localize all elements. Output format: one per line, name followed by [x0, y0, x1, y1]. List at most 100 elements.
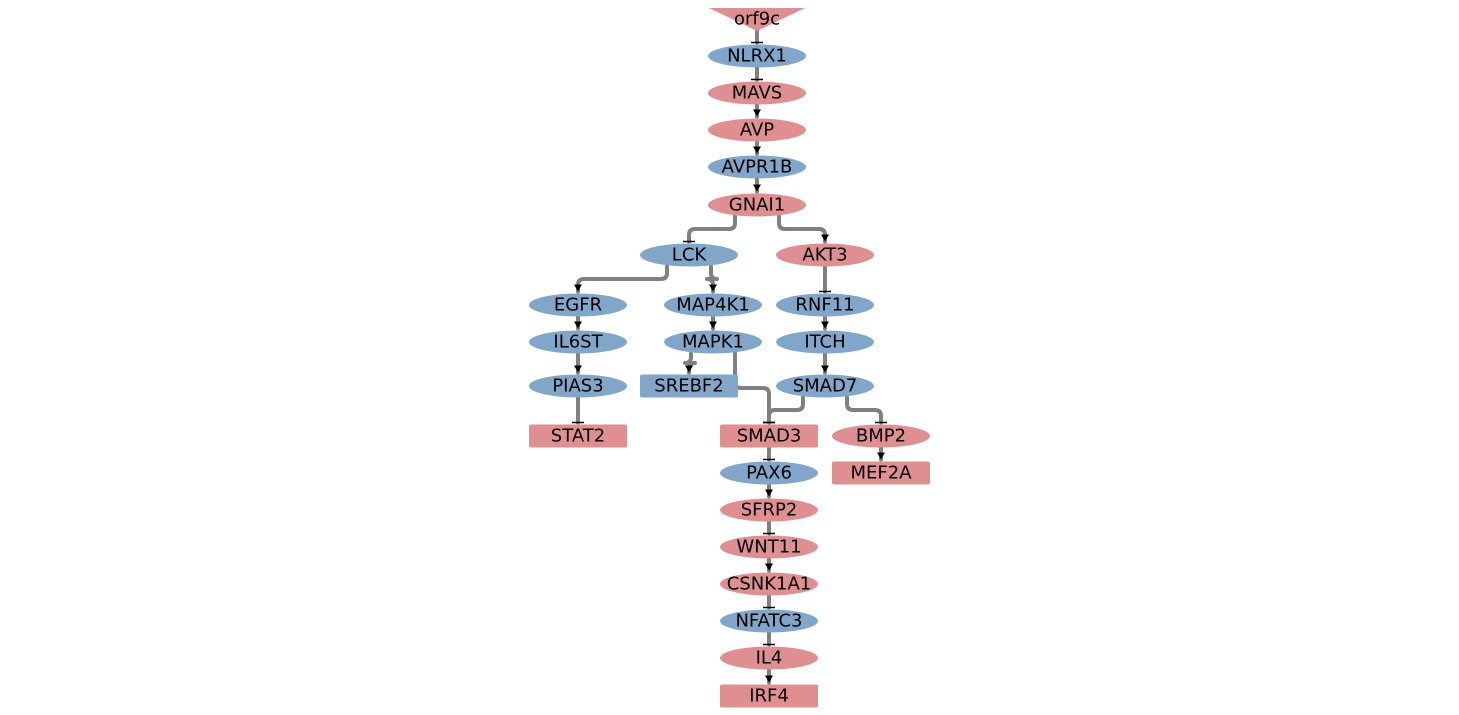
- node-rect-shape: [720, 684, 818, 708]
- edge-SMAD7-BMP2: [845, 395, 887, 425]
- arrowhead-icon: [765, 489, 773, 497]
- node-label: NFATC3: [735, 611, 802, 632]
- node-ellipse-shape: [529, 374, 627, 398]
- edge-BMP2-MEF2A: [877, 445, 885, 462]
- node-label: AKT3: [802, 245, 847, 266]
- node-egfr[interactable]: EGFR: [529, 293, 627, 317]
- edge-SMAD3-PAX6: [763, 445, 775, 462]
- node-il4[interactable]: IL4: [720, 646, 818, 670]
- node-stat2[interactable]: STAT2: [529, 424, 627, 448]
- node-label: EGFR: [554, 295, 602, 316]
- edge-GNAI1-AKT3: [777, 214, 829, 244]
- node-ellipse-shape: [720, 572, 818, 596]
- arrowhead-icon: [753, 184, 761, 192]
- arrowhead-icon: [821, 234, 829, 242]
- edge-ITCH-SMAD7: [821, 351, 829, 375]
- edge-AVPR1B-GNAI1: [753, 176, 761, 194]
- arrowhead-icon: [685, 365, 693, 373]
- node-ellipse-shape: [776, 374, 874, 398]
- node-label: SMAD3: [737, 426, 802, 447]
- node-label: SFRP2: [741, 500, 798, 521]
- node-wnt11[interactable]: WNT11: [720, 535, 818, 559]
- node-csnk1a1[interactable]: CSNK1A1: [720, 572, 818, 596]
- node-ellipse-shape: [664, 330, 762, 354]
- node-avp[interactable]: AVP: [708, 118, 806, 142]
- inhibition-line: [687, 214, 737, 244]
- node-smad3[interactable]: SMAD3: [720, 424, 818, 448]
- node-rect-shape: [832, 461, 930, 485]
- node-ellipse-shape: [776, 293, 874, 317]
- node-label: LCK: [672, 245, 708, 266]
- activation-line: [576, 264, 669, 294]
- node-mapk1[interactable]: MAPK1: [664, 330, 762, 354]
- node-nfatc3[interactable]: NFATC3: [720, 609, 818, 633]
- node-label: MEF2A: [850, 463, 912, 484]
- node-ellipse-shape: [708, 44, 806, 68]
- arrowhead-icon: [709, 284, 717, 292]
- edge-CSNK1A1-NFATC3: [763, 593, 775, 610]
- node-il6st[interactable]: IL6ST: [529, 330, 627, 354]
- node-itch[interactable]: ITCH: [776, 330, 874, 354]
- node-label: WNT11: [736, 537, 801, 558]
- edge-MAP4K1-MAPK1: [709, 314, 717, 331]
- node-sfrp2[interactable]: SFRP2: [720, 498, 818, 522]
- node-ellipse-shape: [640, 243, 738, 267]
- node-avpr1b[interactable]: AVPR1B: [708, 155, 806, 179]
- node-ellipse-shape: [720, 461, 818, 485]
- edge-PIAS3-STAT2: [572, 395, 584, 425]
- arrowhead-icon: [709, 321, 717, 329]
- node-label: MAPK1: [682, 332, 744, 353]
- inhibition-line: [767, 395, 805, 425]
- arrowhead-icon: [765, 675, 773, 683]
- node-mavs[interactable]: MAVS: [708, 81, 806, 105]
- node-ellipse-shape: [708, 81, 806, 105]
- arrowhead-icon: [821, 365, 829, 373]
- arrowhead-icon: [821, 321, 829, 329]
- edge-SMAD7-SMAD3: [763, 395, 805, 425]
- node-nlrx1[interactable]: NLRX1: [708, 44, 806, 68]
- arrowhead-icon: [877, 452, 885, 460]
- node-ellipse-shape: [708, 193, 806, 217]
- arrowhead-icon: [574, 321, 582, 329]
- edge-IL6ST-PIAS3: [574, 351, 582, 375]
- node-label: GNAI1: [729, 195, 786, 216]
- node-bmp2[interactable]: BMP2: [832, 424, 930, 448]
- inhibition-line: [845, 395, 883, 425]
- node-srebf2[interactable]: SREBF2: [640, 374, 738, 398]
- activation-line: [705, 264, 719, 294]
- node-label: BMP2: [856, 426, 906, 447]
- edge-orf9c-NLRX1: [751, 28, 763, 45]
- node-pias3[interactable]: PIAS3: [529, 374, 627, 398]
- edge-MAPK1-SREBF2: [683, 351, 697, 375]
- node-label: orf9c: [734, 9, 780, 30]
- node-ellipse-shape: [720, 535, 818, 559]
- node-ellipse-shape: [720, 498, 818, 522]
- edge-WNT11-CSNK1A1: [765, 556, 773, 573]
- arrowhead-icon: [765, 563, 773, 571]
- node-label: PIAS3: [552, 376, 603, 397]
- node-label: PAX6: [746, 463, 792, 484]
- edge-EGFR-IL6ST: [574, 314, 582, 331]
- node-label: AVP: [740, 120, 774, 141]
- node-rect-shape: [720, 424, 818, 448]
- node-label: CSNK1A1: [727, 574, 811, 595]
- edge-SFRP2-WNT11: [763, 519, 775, 536]
- node-ellipse-shape: [832, 424, 930, 448]
- node-mef2a[interactable]: MEF2A: [832, 461, 930, 485]
- edge-AVP-AVPR1B: [753, 139, 761, 156]
- node-label: SREBF2: [654, 376, 723, 397]
- node-irf4[interactable]: IRF4: [720, 684, 818, 708]
- node-akt3[interactable]: AKT3: [776, 243, 874, 267]
- edge-GNAI1-LCK: [683, 214, 737, 244]
- edge-PAX6-SFRP2: [765, 482, 773, 499]
- node-smad7[interactable]: SMAD7: [776, 374, 874, 398]
- node-pax6[interactable]: PAX6: [720, 461, 818, 485]
- node-map4k1[interactable]: MAP4K1: [664, 293, 762, 317]
- node-rnf11[interactable]: RNF11: [776, 293, 874, 317]
- node-label: MAVS: [732, 83, 782, 104]
- node-gnai1[interactable]: GNAI1: [708, 193, 806, 217]
- node-lck[interactable]: LCK: [640, 243, 738, 267]
- node-orf9c[interactable]: orf9c: [709, 8, 805, 31]
